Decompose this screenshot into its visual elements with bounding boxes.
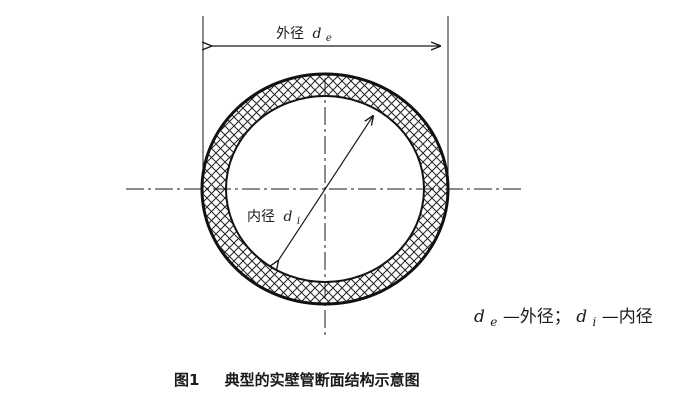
outer-diameter-label: 外径 d e [276,26,332,44]
figure-caption: 图1 典型的实壁管断面结构示意图 [174,371,420,389]
symbol-legend: d e —外径； d i —内径 [474,307,653,331]
figure-number: 图1 [174,371,199,389]
figure-title: 典型的实壁管断面结构示意图 [225,371,420,389]
inner-diameter-label: 内径 d i [247,209,300,227]
inner-diameter-arrow [278,116,373,261]
